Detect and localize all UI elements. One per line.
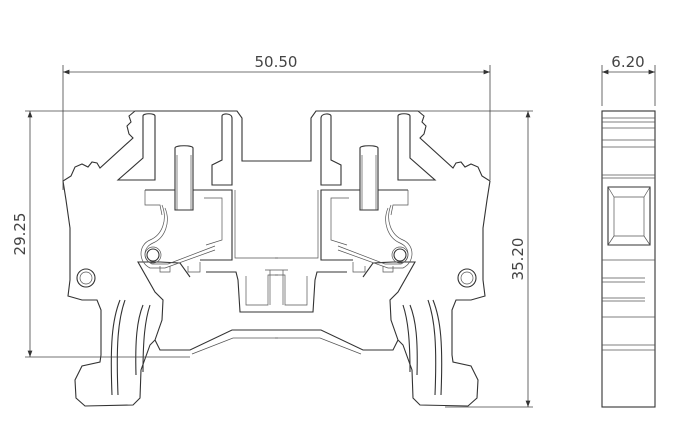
left-height-dimension-label: 29.25 [11, 213, 29, 256]
dimensions: 50.50 29.25 35.20 6.20 [11, 53, 656, 408]
right-height-dimension-label: 35.20 [509, 238, 527, 281]
side-width-dimension-label: 6.20 [611, 53, 644, 71]
width-dimension-label: 50.50 [255, 53, 298, 71]
front-view [62, 110, 491, 407]
side-view [601, 110, 656, 408]
